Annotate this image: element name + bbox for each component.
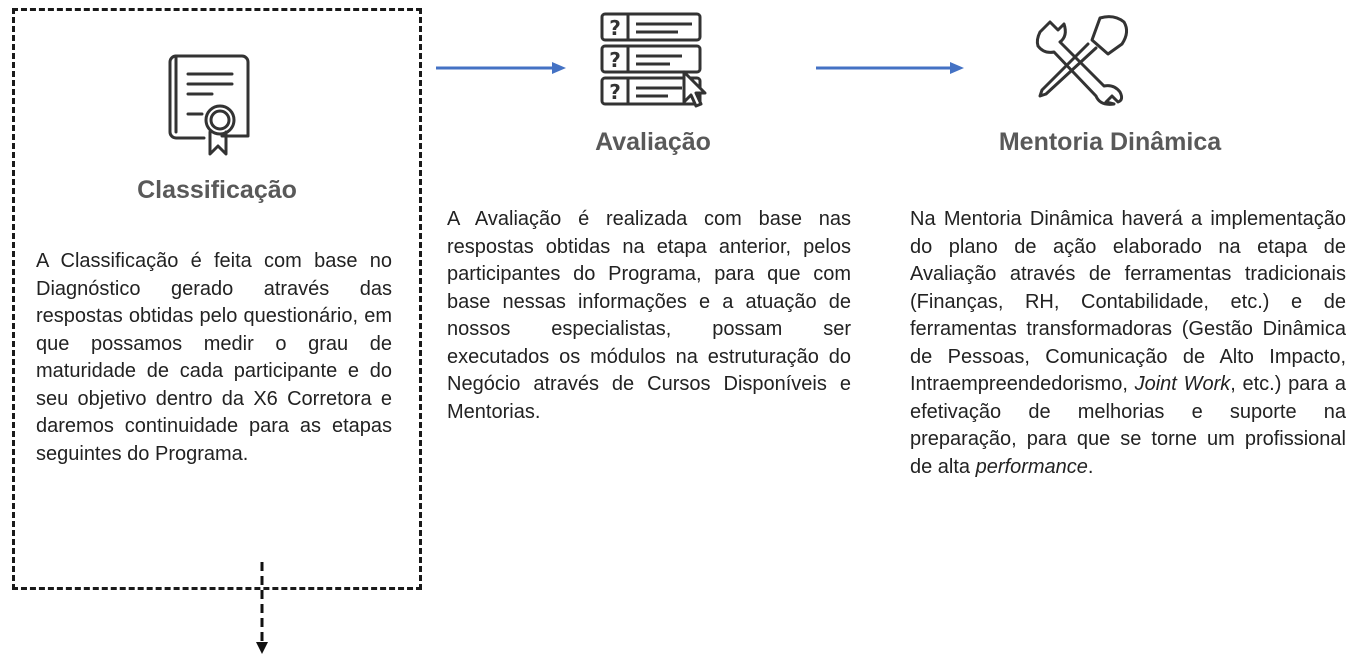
mentoria-title: Mentoria Dinâmica	[998, 128, 1222, 156]
mentoria-description: Na Mentoria Dinâmica haverá a implementa…	[910, 206, 1346, 481]
classificacao-dashed-box	[12, 8, 422, 590]
mentoria-text-2: , etc.) para a efetivação de melhorias e…	[910, 373, 1346, 478]
tools-icon	[1035, 15, 1129, 106]
avaliacao-description: A Avaliação é realizada com base nas res…	[447, 208, 851, 423]
classificacao-title: Classificação	[137, 176, 297, 204]
questionnaire-icon: ? ? ?	[600, 12, 707, 108]
mentoria-text-1: Na Mentoria Dinâmica haverá a implementa…	[910, 208, 1346, 395]
certificate-icon	[168, 54, 250, 156]
question-mark-1: ?	[609, 16, 621, 40]
question-mark-2: ?	[609, 48, 621, 72]
down-arrow	[256, 562, 268, 654]
mentoria-text-performance: performance	[975, 455, 1088, 478]
flow-arrow-1	[436, 62, 566, 74]
flow-arrow-2	[816, 62, 964, 74]
mentoria-text-joint-work: Joint Work	[1134, 373, 1231, 395]
question-mark-3: ?	[609, 80, 621, 104]
mentoria-text-3: .	[1087, 455, 1094, 478]
avaliacao-title: Avaliação	[595, 128, 711, 156]
classificacao-description: A Classificação é feita com base no Diag…	[36, 250, 392, 465]
